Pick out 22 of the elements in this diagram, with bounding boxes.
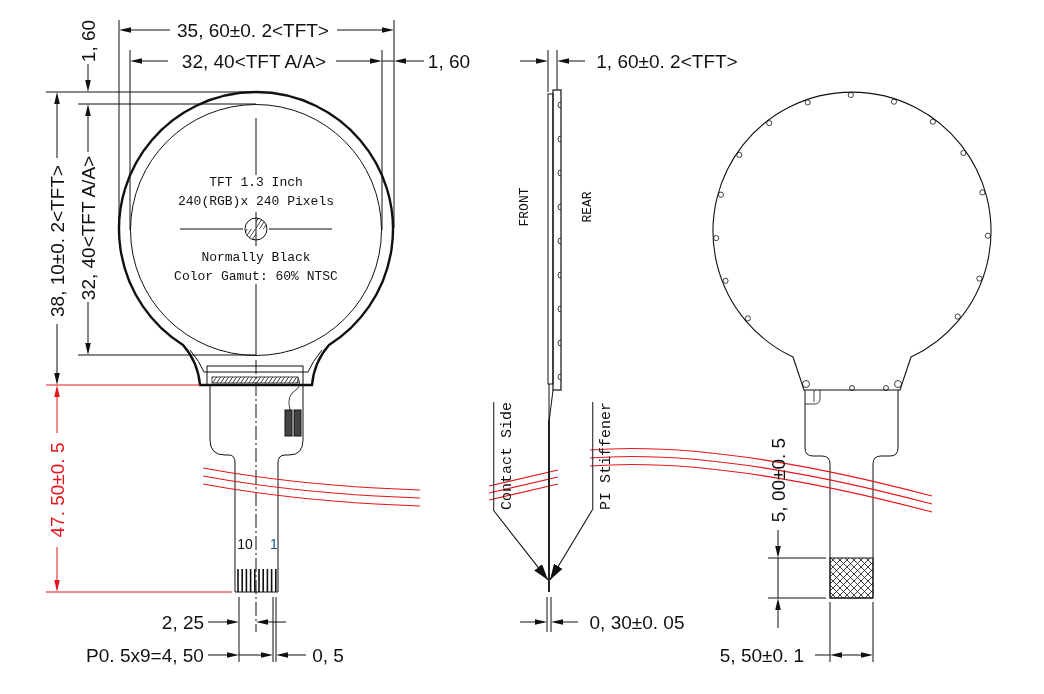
dimension-label: 1, 60 xyxy=(78,19,98,63)
dimension-label: 2, 25 xyxy=(161,612,205,632)
dimension-label: 0, 5 xyxy=(312,645,344,665)
pin-number: 10 xyxy=(237,537,253,551)
dimension-label: P0. 5x9=4, 50 xyxy=(86,645,204,665)
leader-text: Contact Side xyxy=(493,402,517,510)
dimension-label: 1, 60 xyxy=(427,51,471,71)
dimension-label: 0, 30±0. 05 xyxy=(589,612,685,632)
dimension-label: 5, 00±0. 5 xyxy=(768,437,788,523)
leader-line xyxy=(492,509,549,581)
dimension-label: 35, 60±0. 2<TFT> xyxy=(177,20,329,40)
dimension-label: 5, 50±0. 1 xyxy=(719,645,805,665)
dimension-label: 38, 10±0. 2<TFT> xyxy=(47,165,67,317)
dimension-label: 47. 50±0. 5 xyxy=(47,442,67,538)
view-label: FRONT xyxy=(517,187,531,227)
dimension-label: 32, 40<TFT A/A> xyxy=(181,51,327,71)
dimension-label: 32, 40<TFT A/A> xyxy=(78,155,98,301)
pin-number: 1 xyxy=(270,537,278,551)
leader-text: PI Stiffener xyxy=(592,402,616,510)
view-label: REAR xyxy=(580,191,594,223)
dimension-label: 1, 60±0. 2<TFT> xyxy=(596,51,738,71)
leader-line xyxy=(549,509,593,581)
